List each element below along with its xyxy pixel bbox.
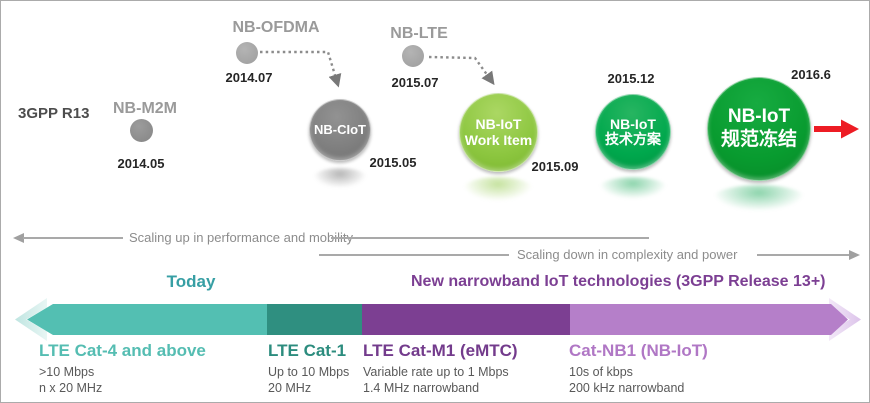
milestone-date: 2014.07 [225, 70, 273, 85]
band-column-lte-cat1: LTE Cat-1 Up to 10 Mbps 20 MHz [268, 341, 349, 396]
reflection [599, 177, 667, 199]
milestone-dot-nb-lte [402, 45, 424, 67]
milestone-circle-text: NB-CIoT [314, 121, 366, 137]
band-spec: 10s of kbps [569, 365, 633, 379]
band-spec: 200 kHz narrowband [569, 381, 685, 395]
scale-up-label: Scaling up in performance and mobility [129, 230, 354, 245]
milestone-date: 2016.6 [791, 67, 831, 82]
band-spec: Up to 10 Mbps [268, 365, 350, 379]
milestone-circle-text: NB-IoT [727, 106, 791, 128]
timeline-connector-lines [15, 50, 859, 139]
milestone-circle-nb-iot-tech-plan: NB-IoT 技术方案 [595, 94, 671, 170]
dashed-arrow-icon-nblte [428, 55, 495, 86]
milestone-circle-text: Work Item [464, 131, 533, 148]
band-column-lte-catm1: LTE Cat-M1 (eMTC) Variable rate up to 1 … [363, 341, 518, 396]
right-arrow-icon [849, 250, 860, 260]
milestone-date: 2015.09 [531, 159, 579, 174]
milestone-circle-text: NB-IoT [475, 116, 522, 133]
band-spec: 20 MHz [268, 381, 312, 395]
scale-down-label: Scaling down in complexity and power [517, 247, 738, 262]
scale-down-rule [319, 254, 509, 256]
milestone-circle-text: 规范冻结 [720, 129, 797, 150]
axis-label: 3GPP R13 [18, 105, 90, 122]
scale-up-rule [331, 237, 649, 239]
milestone-label-nb-lte: NB-LTE [390, 25, 448, 42]
left-arrow-icon [13, 233, 24, 243]
band-name: Cat-NB1 (NB-IoT) [569, 341, 708, 360]
bar-segment-cat-nb1 [570, 304, 848, 335]
band-spec: Variable rate up to 1 Mbps [363, 365, 509, 379]
milestone-dot-nb-m2m [130, 119, 153, 142]
milestone-date: 2014.05 [117, 156, 165, 171]
scale-up-rule [23, 237, 123, 239]
reflection [313, 168, 367, 188]
band-name: LTE Cat-1 [268, 341, 347, 360]
milestone-circle-nb-ciot: NB-CIoT [309, 99, 371, 161]
band-column-cat-nb1: Cat-NB1 (NB-IoT) 10s of kbps 200 kHz nar… [569, 341, 708, 396]
milestone-circle-nb-iot-spec-freeze: NB-IoT 规范冻结 [707, 77, 811, 181]
milestone-circle-text: NB-IoT [610, 115, 656, 132]
band-name: LTE Cat-4 and above [39, 341, 206, 360]
milestone-date: 2015.05 [369, 155, 417, 170]
milestone-circle-text: 技术方案 [605, 131, 661, 147]
band-name: LTE Cat-M1 (eMTC) [363, 341, 518, 360]
new-tech-label: New narrowband IoT technologies (3GPP Re… [411, 273, 826, 290]
bar-segment-lte-cat1 [267, 304, 362, 335]
milestone-circle-nb-iot-work-item: NB-IoT Work Item [459, 93, 538, 172]
red-arrow-icon [814, 119, 859, 139]
milestone-label-nb-m2m: NB-M2M [113, 100, 177, 117]
band-column-lte-cat4: LTE Cat-4 and above >10 Mbps n x 20 MHz [39, 341, 206, 396]
bar-segment-lte-cat4 [27, 304, 267, 335]
milestone-date: 2015.07 [391, 75, 439, 90]
milestone-label-nb-ofdma: NB-OFDMA [232, 19, 320, 36]
band-spec: n x 20 MHz [39, 381, 103, 395]
bar-segment-lte-catm1 [362, 304, 570, 335]
scale-down-rule [757, 254, 849, 256]
today-label: Today [166, 272, 216, 291]
milestone-dot-nb-ofdma [236, 42, 258, 64]
reflection [463, 177, 533, 201]
band-spec: >10 Mbps [39, 365, 95, 379]
milestone-date: 2015.12 [607, 71, 655, 86]
reflection [713, 185, 805, 211]
band-spec: 1.4 MHz narrowband [363, 381, 480, 395]
